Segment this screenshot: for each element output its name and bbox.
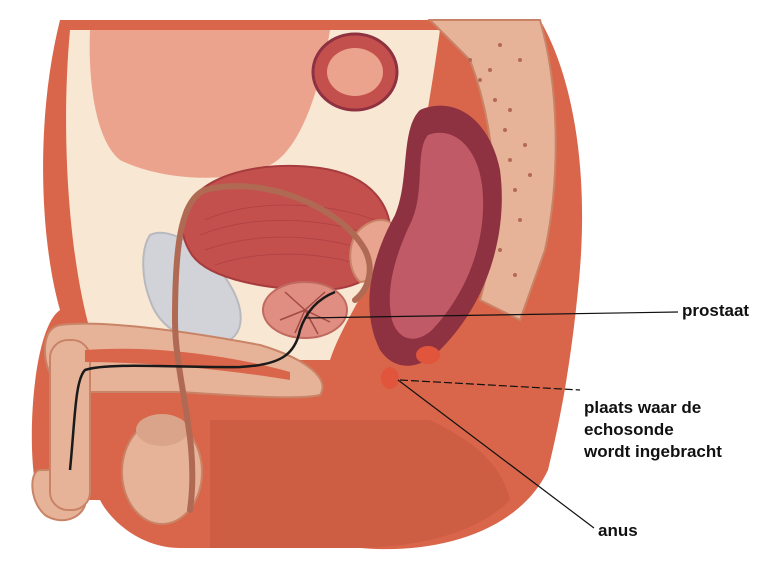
penis-shaft <box>50 340 90 510</box>
anal-sphincter-upper <box>416 346 440 364</box>
intestine-lumen <box>327 48 383 96</box>
label-prostate: prostaat <box>682 300 749 322</box>
anal-sphincter-lower <box>381 367 399 389</box>
label-probe-line-2: echosonde <box>584 419 722 441</box>
label-probe-line-3: wordt ingebracht <box>584 441 722 463</box>
epididymis <box>136 414 188 446</box>
label-anus: anus <box>598 520 638 542</box>
label-probe-insertion: plaats waar de echosonde wordt ingebrach… <box>584 397 722 463</box>
label-probe-line-1: plaats waar de <box>584 397 722 419</box>
